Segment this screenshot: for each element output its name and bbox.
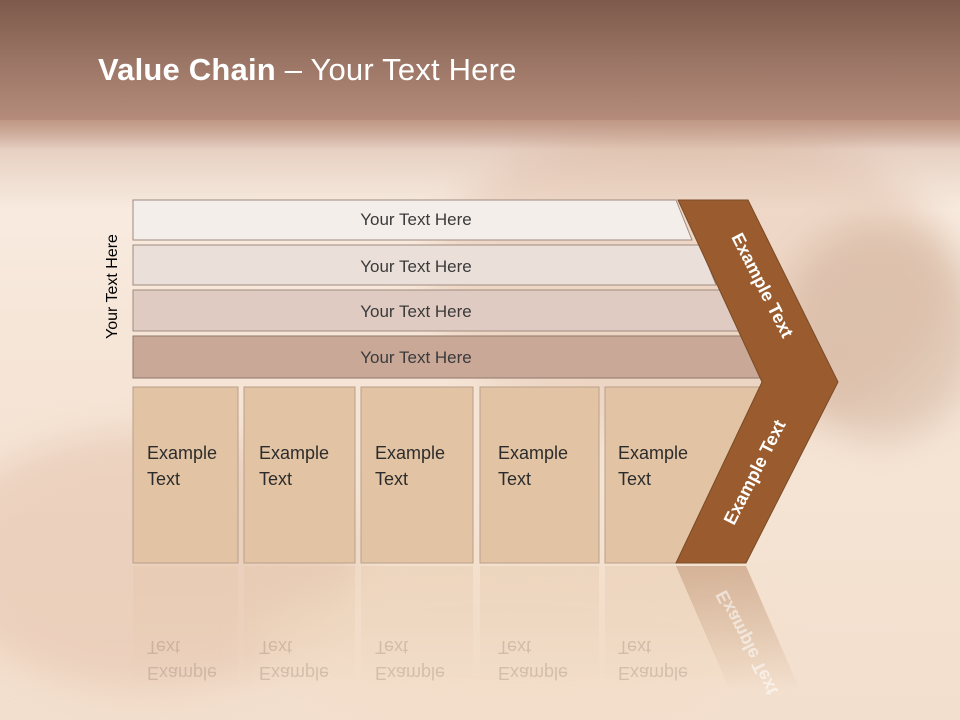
box-line1: Example: [147, 663, 218, 683]
chevron-arrow-reflection: [676, 566, 800, 690]
box-line1: Example: [375, 663, 446, 683]
box-line2: Text: [147, 637, 181, 657]
box-line1: Example: [259, 663, 330, 683]
step-box-1-text-reflection: Example Text: [147, 634, 217, 686]
step-box-reflection: [361, 566, 473, 686]
step-box-reflection: [133, 566, 238, 686]
step-box-1: [132, 386, 239, 564]
bar-label-2: Your Text Here: [360, 257, 472, 276]
step-box-4: [479, 386, 600, 564]
header-fade: [0, 120, 960, 210]
box-line2: Text: [618, 469, 652, 489]
box-line1: Example: [618, 443, 689, 463]
title-bold: Value Chain: [98, 52, 276, 87]
bar-shape-2: [132, 244, 717, 286]
box-line2: Text: [498, 637, 532, 657]
box-line2: Text: [375, 637, 409, 657]
box-line1: Example: [259, 443, 330, 463]
chevron-arrow: [675, 199, 839, 564]
box-line1: Example: [498, 663, 569, 683]
bar-label-3: Your Text Here: [360, 302, 472, 321]
box-line2: Text: [259, 469, 293, 489]
bar-label-1: Your Text Here: [360, 210, 472, 229]
title-rest: – Your Text Here: [275, 52, 517, 87]
box-line1: Example: [375, 443, 446, 463]
box-line2: Text: [618, 637, 652, 657]
step-box-5-text-reflection: Example Text: [618, 634, 688, 686]
slide-title: Value Chain – Your Text Here: [98, 52, 517, 88]
bar-shape-1: [132, 199, 693, 241]
step-box-reflection: [244, 566, 355, 686]
step-box-3: [360, 386, 474, 564]
step-box-3-text-reflection: Example Text: [375, 634, 445, 686]
step-box-2-text-reflection: Example Text: [259, 634, 329, 686]
box-line2: Text: [147, 469, 181, 489]
box-line1: Example: [147, 443, 218, 463]
box-line1: Example: [618, 663, 689, 683]
step-box-reflection: [480, 566, 599, 686]
box-line2: Text: [498, 469, 532, 489]
box-line1: Example: [498, 443, 569, 463]
box-line2: Text: [259, 637, 293, 657]
step-box-reflection: [605, 566, 730, 686]
box-line2: Text: [375, 469, 409, 489]
step-box-2: [243, 386, 356, 564]
step-box-4-text-reflection: Example Text: [498, 634, 568, 686]
bar-label-4: Your Text Here: [360, 348, 472, 367]
